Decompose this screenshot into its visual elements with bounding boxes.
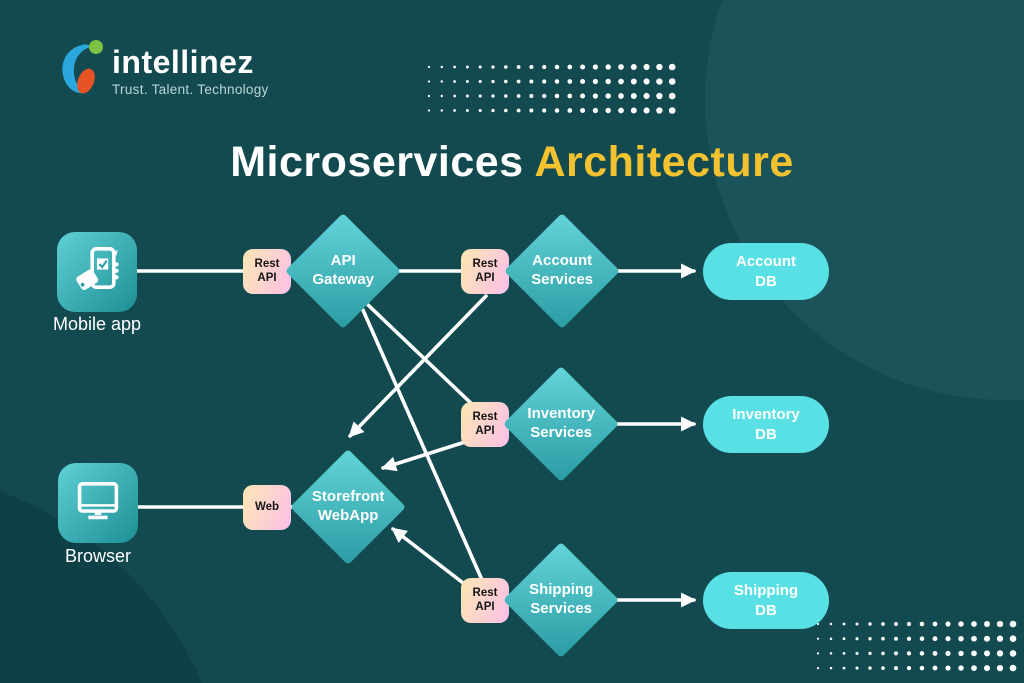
intellinez-i-mark-icon	[62, 40, 103, 94]
browser-device	[58, 463, 138, 543]
account-db-pill: Account DB	[703, 243, 829, 300]
account-services-label: Account Services	[531, 252, 593, 288]
logo-tagline: Trust. Talent. Technology	[112, 82, 269, 97]
title-yellow: Architecture	[534, 138, 794, 186]
rest-api-chip-inventory: Rest API	[461, 402, 509, 447]
mobile-app-device	[57, 232, 137, 312]
monitor-icon	[77, 482, 119, 520]
api-gateway-label: API Gateway	[312, 252, 374, 288]
web-chip: Web	[243, 485, 291, 530]
rest-api-chip-account: Rest API	[461, 249, 509, 294]
inventory-db-pill: Inventory DB	[703, 396, 829, 453]
arrow-account-rest-to-storefront	[348, 294, 488, 438]
line-gateway-to-inventory-rest	[364, 301, 477, 409]
arrow-shipping-rest-to-storefront	[391, 527, 469, 588]
hand-holding-phone-icon	[76, 247, 119, 290]
rest-api-chip-gateway: Rest API	[243, 249, 291, 294]
title-white: Microservices	[230, 138, 524, 186]
shipping-services-label: Shipping Services	[528, 581, 594, 617]
page-title: Microservices Architecture	[0, 138, 1024, 187]
arrow-inventory-rest-to-storefront	[380, 440, 467, 472]
dot-grid-decor	[427, 63, 1017, 672]
browser-label: Browser	[64, 546, 131, 566]
rest-api-chip-shipping: Rest API	[461, 578, 509, 623]
shipping-db-pill: Shipping DB	[703, 572, 829, 629]
storefront-webapp-label: Storefront WebApp	[311, 488, 385, 524]
logo-name: intellinez	[112, 44, 254, 80]
mobile-app-label: Mobile app	[52, 314, 142, 334]
line-gateway-to-shipping-rest	[361, 308, 484, 582]
inventory-services-label: Inventory Services	[527, 405, 595, 441]
logo: intellinez Trust. Talent. Technology	[58, 38, 269, 98]
